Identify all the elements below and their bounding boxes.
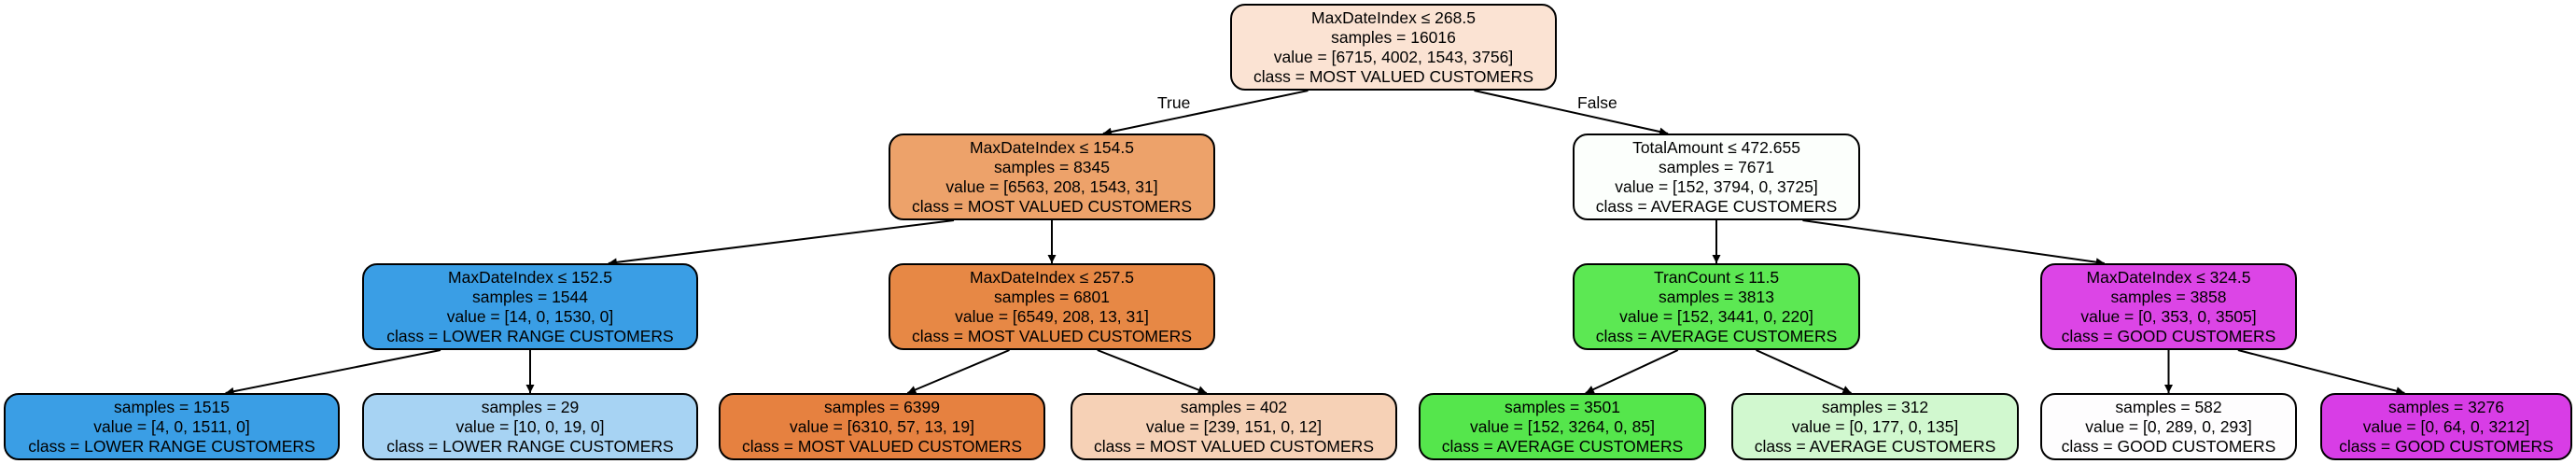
node-text-line: class = AVERAGE CUSTOMERS xyxy=(1595,196,1838,216)
edge-n0-n2 xyxy=(1474,90,1669,136)
node-text-line: MaxDateIndex ≤ 257.5 xyxy=(970,267,1134,287)
node-text-line: samples = 3501 xyxy=(1504,397,1621,416)
node-text-line: samples = 16016 xyxy=(1331,27,1456,47)
node-text-line: value = [6563, 208, 1543, 31] xyxy=(945,176,1158,196)
node-text-line: value = [152, 3441, 0, 220] xyxy=(1619,306,1813,326)
node-text-line: samples = 402 xyxy=(1180,397,1288,416)
node-text-line: MaxDateIndex ≤ 268.5 xyxy=(1311,7,1476,27)
node-text-line: class = GOOD CUSTOMERS xyxy=(2061,326,2276,345)
node-text-line: value = [6549, 208, 13, 31] xyxy=(955,306,1149,326)
node-text-line: value = [6715, 4002, 1543, 3756] xyxy=(1273,47,1514,66)
node-text-line: value = [4, 0, 1511, 0] xyxy=(93,416,250,436)
node-text-line: samples = 3813 xyxy=(1658,287,1775,306)
node-text-line: class = GOOD CUSTOMERS xyxy=(2061,436,2276,456)
node-text-line: value = [0, 289, 0, 293] xyxy=(2085,416,2252,436)
node-text-line: class = LOWER RANGE CUSTOMERS xyxy=(386,326,674,345)
node-text-line: class = MOST VALUED CUSTOMERS xyxy=(912,196,1192,216)
node-text-line: class = MOST VALUED CUSTOMERS xyxy=(1253,66,1533,86)
node-text-line: samples = 312 xyxy=(1821,397,1929,416)
node-text-line: samples = 8345 xyxy=(993,157,1111,176)
node-text-line: value = [10, 0, 19, 0] xyxy=(455,416,605,436)
node-text-line: samples = 29 xyxy=(481,397,580,416)
node-text-line: class = LOWER RANGE CUSTOMERS xyxy=(28,436,315,456)
node-text-line: TranCount ≤ 11.5 xyxy=(1653,267,1780,287)
node-text-line: samples = 6399 xyxy=(823,397,941,416)
edge-n5-n12 xyxy=(1756,349,1852,394)
edge-label-true: True xyxy=(1157,93,1191,112)
edge-label-false: False xyxy=(1577,93,1617,112)
node-text-line: class = MOST VALUED CUSTOMERS xyxy=(742,436,1022,456)
node-text-line: class = MOST VALUED CUSTOMERS xyxy=(912,326,1192,345)
node-text-line: TotalAmount ≤ 472.655 xyxy=(1632,137,1800,157)
node-text-line: class = MOST VALUED CUSTOMERS xyxy=(1094,436,1374,456)
node-text-line: samples = 6801 xyxy=(993,287,1111,306)
node-text-line: class = LOWER RANGE CUSTOMERS xyxy=(386,436,674,456)
node-text-line: samples = 1544 xyxy=(471,287,589,306)
node-text-line: value = [239, 151, 0, 12] xyxy=(1145,416,1323,436)
node-text-line: value = [0, 177, 0, 135] xyxy=(1791,416,1959,436)
edge-n3-n7 xyxy=(225,349,441,396)
node-text-line: value = [0, 353, 0, 3505] xyxy=(2080,306,2257,326)
node-text-line: MaxDateIndex ≤ 154.5 xyxy=(970,137,1134,157)
edge-n4-n9 xyxy=(906,349,1010,394)
node-text-line: MaxDateIndex ≤ 324.5 xyxy=(2086,267,2251,287)
node-text-line: value = [6310, 57, 13, 19] xyxy=(789,416,974,436)
node-text-line: samples = 1515 xyxy=(113,397,231,416)
edge-n5-n11 xyxy=(1585,349,1679,394)
node-text-line: class = AVERAGE CUSTOMERS xyxy=(1441,436,1684,456)
node-text-line: class = AVERAGE CUSTOMERS xyxy=(1754,436,1996,456)
node-text-line: samples = 3858 xyxy=(2110,287,2227,306)
node-text-line: value = [152, 3794, 0, 3725] xyxy=(1615,176,1818,196)
node-text-line: value = [14, 0, 1530, 0] xyxy=(446,306,614,326)
node-text-line: samples = 7671 xyxy=(1658,157,1775,176)
edge-n6-n14 xyxy=(2237,349,2405,396)
node-text-line: class = AVERAGE CUSTOMERS xyxy=(1595,326,1838,345)
node-text-line: value = [152, 3264, 0, 85] xyxy=(1469,416,1655,436)
node-text-line: samples = 582 xyxy=(2115,397,2222,416)
node-text-line: samples = 3276 xyxy=(2387,397,2505,416)
edge-n4-n10 xyxy=(1097,349,1208,394)
edge-n1-n3 xyxy=(608,219,955,267)
node-text-line: MaxDateIndex ≤ 152.5 xyxy=(448,267,612,287)
edge-n2-n6 xyxy=(1802,219,2105,267)
edge-n0-n1 xyxy=(1102,90,1309,136)
node-text-line: value = [0, 64, 0, 3212] xyxy=(2362,416,2530,436)
node-text-line: class = GOOD CUSTOMERS xyxy=(2339,436,2554,456)
